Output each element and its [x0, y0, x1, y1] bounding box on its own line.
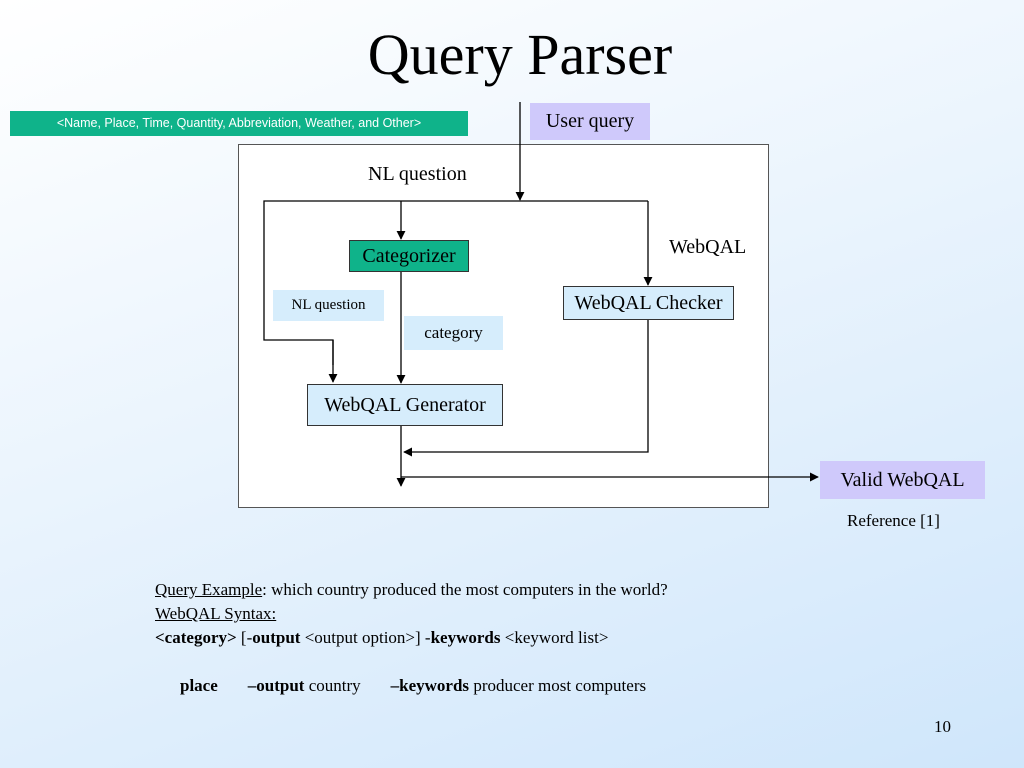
syntax-output-option: <output option>] -: [300, 628, 431, 647]
category-box: category: [404, 316, 503, 350]
query-example-text: : which country produced the most comput…: [262, 580, 668, 599]
syntax-category: <category>: [155, 628, 237, 647]
syntax-line: <category> [-output <output option>] -ke…: [155, 626, 668, 650]
nl-question-box: NL question: [273, 290, 384, 321]
category-list-banner: <Name, Place, Time, Quantity, Abbreviati…: [10, 111, 468, 136]
syntax-keyword-list: <keyword list>: [500, 628, 609, 647]
slide-title: Query Parser: [367, 22, 673, 87]
instance-keywords-value: producer most computers: [469, 676, 647, 695]
valid-webqal-box: Valid WebQAL: [820, 461, 985, 499]
reference-note: Reference [1]: [847, 511, 940, 530]
instance-line: place –output country –keywords producer m…: [155, 674, 668, 698]
categorizer-box: Categorizer: [349, 240, 469, 272]
user-query-box: User query: [530, 103, 650, 140]
instance-category: place: [180, 676, 218, 695]
query-example-line: Query Example: which country produced th…: [155, 578, 668, 602]
syntax-label-line: WebQAL Syntax:: [155, 602, 668, 626]
page-number: 10: [934, 717, 951, 736]
webqal-generator-box: WebQAL Generator: [307, 384, 503, 426]
instance-output-keyword: –output: [247, 676, 305, 695]
query-example-block: Query Example: which country produced th…: [155, 578, 668, 698]
instance-output-value: country: [304, 676, 361, 695]
syntax-open-bracket: [-: [236, 628, 253, 647]
spacer: [155, 650, 668, 674]
syntax-keywords-keyword: keywords: [430, 628, 501, 647]
query-example-label: Query Example: [155, 580, 263, 599]
query-parser-frame: [238, 144, 769, 508]
syntax-label: WebQAL Syntax:: [155, 604, 277, 623]
nl-question-label: NL question: [368, 163, 467, 185]
webqal-label: WebQAL: [669, 236, 747, 258]
syntax-output-keyword: output: [252, 628, 301, 647]
webqal-checker-box: WebQAL Checker: [563, 286, 734, 320]
instance-keywords-keyword: –keywords: [390, 676, 470, 695]
